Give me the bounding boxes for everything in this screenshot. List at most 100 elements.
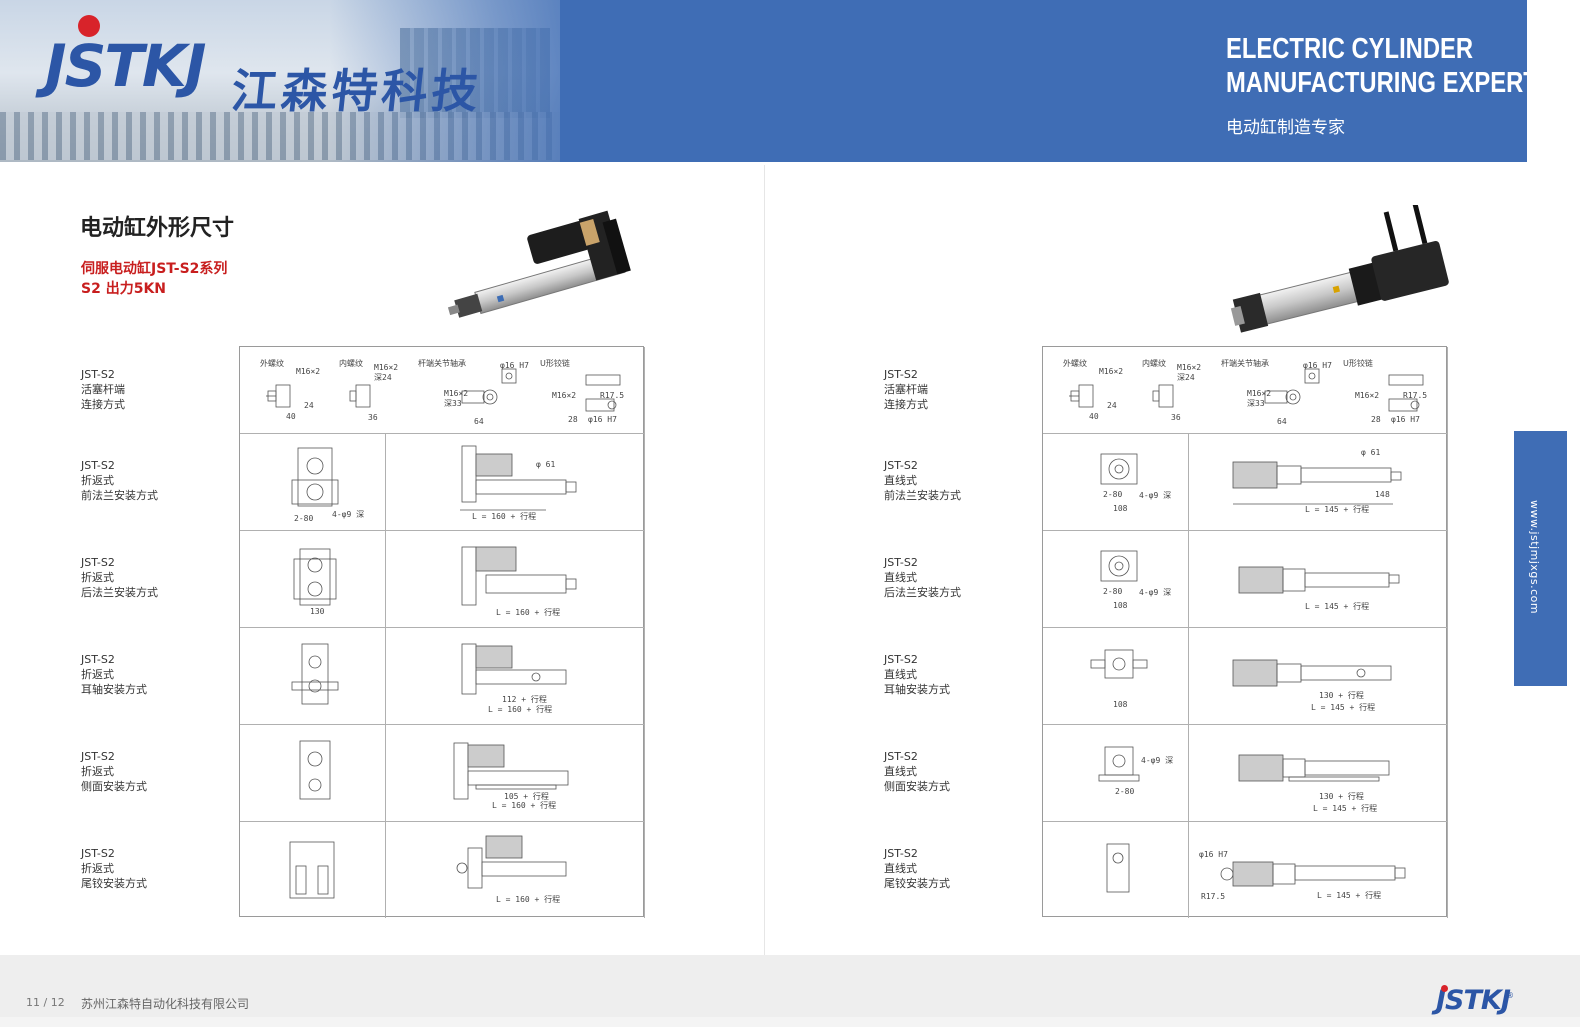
straight-side-mount-side-view [1238, 754, 1390, 782]
d16-label: φ16 H7 [500, 361, 529, 370]
folded-side-mount-side-view [453, 742, 569, 800]
drawing-cell [240, 628, 386, 725]
d16-hinge-label: φ16 H7 [588, 415, 617, 424]
inner-thread-label: 内螺纹 [339, 359, 363, 368]
rear-hinge-front-view [289, 841, 335, 899]
m16-label: M16×2 [296, 367, 321, 376]
width-label: 130 [310, 607, 325, 616]
dim-28: 28 [1371, 415, 1381, 424]
connector-cell: 外螺纹 内螺纹 杆端关节轴承 U形铰链 M16×2 M16×2 深24 φ16 … [1043, 347, 1448, 434]
website-url[interactable]: www.jstjmjxgs.com [1528, 500, 1541, 615]
phi-label: φ 61 [536, 460, 556, 469]
drawing-cell [1043, 822, 1189, 918]
series-line1: 伺服电动缸JST-S2系列 [81, 261, 228, 277]
footer-logo-dot [1441, 985, 1448, 992]
length-label: L = 145 + 行程 [1305, 602, 1370, 611]
banner-subtitle: 电动缸制造专家 [1226, 118, 1345, 138]
length-label: L = 160 + 行程 [472, 512, 537, 521]
m16-hinge-label: M16×2 [552, 391, 577, 400]
footer-logo: JSTKJ [1436, 985, 1511, 1016]
length-label: L = 145 + 行程 [1311, 703, 1376, 712]
drawing-cell: 4-φ9 深 2-80 [1043, 725, 1189, 822]
dimension-table-right: 外螺纹 内螺纹 杆端关节轴承 U形铰链 M16×2 M16×2 深24 φ16 … [1042, 346, 1448, 918]
drawing-cell: L = 160 + 行程 [386, 822, 645, 918]
banner-gradient [330, 0, 630, 162]
pcd-label: 2-80 [294, 514, 314, 523]
straight-side-mount-front-view [1098, 746, 1140, 782]
page-title: 电动缸外形尺寸 [80, 216, 235, 241]
banner-title-line2: MANUFACTURING EXPERTS [1226, 67, 1527, 99]
drawing-cell: 130 + 行程 L = 145 + 行程 [1189, 725, 1448, 822]
trunnion-front-view [291, 643, 339, 705]
drawing-cell: 108 [1043, 628, 1189, 725]
drawing-cell: 112 + 行程 L = 160 + 行程 [386, 628, 645, 725]
rod-bearing-label: 杆端关节轴承 [418, 359, 466, 368]
side-pos-label: 105 + 行程 [504, 792, 549, 801]
rod-bearing-label: 杆端关节轴承 [1221, 359, 1269, 368]
trunnion-pos-label: 112 + 行程 [502, 695, 547, 704]
dimension-table-left: 外螺纹 内螺纹 杆端关节轴承 U形铰链 M16×2 M16×2 深24 φ16 … [239, 346, 645, 918]
width-label: 108 [1113, 601, 1128, 610]
drawing-cell [240, 725, 386, 822]
pcd-label: 2-80 [1103, 490, 1123, 499]
bolt-label: 4-φ9 深 [1139, 491, 1172, 500]
dim-24: 24 [1107, 401, 1117, 410]
phi-label: φ 61 [1361, 448, 1381, 457]
straight-trunnion-front-view [1090, 649, 1148, 679]
length-label: L = 145 + 行程 [1305, 505, 1370, 514]
length-label: L = 160 + 行程 [492, 801, 557, 810]
website-side-tab[interactable] [1514, 431, 1567, 686]
length-label: L = 145 + 行程 [1317, 891, 1382, 900]
drawing-cell: φ16 H7 R17.5 L = 145 + 行程 [1189, 822, 1448, 918]
drawing-cell: L = 160 + 行程 φ 61 [386, 434, 645, 531]
banner-title: ELECTRIC CYLINDER MANUFACTURING EXPERTS [1226, 32, 1527, 100]
footer [0, 955, 1580, 1027]
dim-24: 24 [304, 401, 314, 410]
drawing-cell: 105 + 行程 L = 160 + 行程 [386, 725, 645, 822]
folded-rear-hinge-side-view [456, 835, 567, 889]
footer-bottom-bar [0, 1017, 1580, 1027]
m16-deep33-label: M16×2 深33 [1247, 389, 1272, 408]
outer-thread-label: 外螺纹 [1063, 359, 1087, 368]
straight-rear-flange-front-view [1100, 550, 1138, 582]
dim-64: 64 [1277, 417, 1287, 426]
connector-drawings [266, 368, 621, 412]
banner-title-line1: ELECTRIC CYLINDER [1226, 33, 1474, 65]
drawing-cell: L = 160 + 行程 [386, 531, 645, 628]
drawing-cell: 2-80 4-φ9 深 [240, 434, 386, 531]
m16-deep-label: M16×2 深24 [374, 363, 399, 382]
hinge-d-label: φ16 H7 [1199, 850, 1228, 859]
dim-40: 40 [286, 412, 296, 421]
header-banner: JSTKJ 江森特科技 ELECTRIC CYLINDER MANUFACTUR… [0, 0, 1527, 162]
drawing-cell: 130 + 行程 L = 145 + 行程 [1189, 628, 1448, 725]
series-title: 伺服电动缸JST-S2系列 S2 出力5KN [81, 259, 227, 299]
pcd-label: 2-80 [1103, 587, 1123, 596]
dim-36: 36 [368, 413, 378, 422]
straight-rear-flange-side-view [1238, 566, 1400, 594]
brand-logo: JSTKJ [45, 32, 206, 100]
folded-trunnion-side-view [461, 643, 567, 695]
drawing-cell: L = 145 + 行程 [1189, 531, 1448, 628]
straight-front-flange-front-view [1100, 453, 1138, 485]
length-label: L = 160 + 行程 [488, 705, 553, 714]
straight-trunnion-side-view [1232, 659, 1392, 687]
d16-hinge-label: φ16 H7 [1391, 415, 1420, 424]
dim-36: 36 [1171, 413, 1181, 422]
logo-dot [78, 15, 100, 37]
length-label: L = 145 + 行程 [1313, 804, 1378, 813]
straight-rear-hinge-side-view [1220, 861, 1406, 887]
drawing-cell [240, 822, 386, 918]
product-image-straight [1230, 205, 1449, 333]
dim-28: 28 [568, 415, 578, 424]
straight-front-flange-side-view [1232, 461, 1402, 505]
page-number: 11 / 12 [26, 996, 65, 1009]
